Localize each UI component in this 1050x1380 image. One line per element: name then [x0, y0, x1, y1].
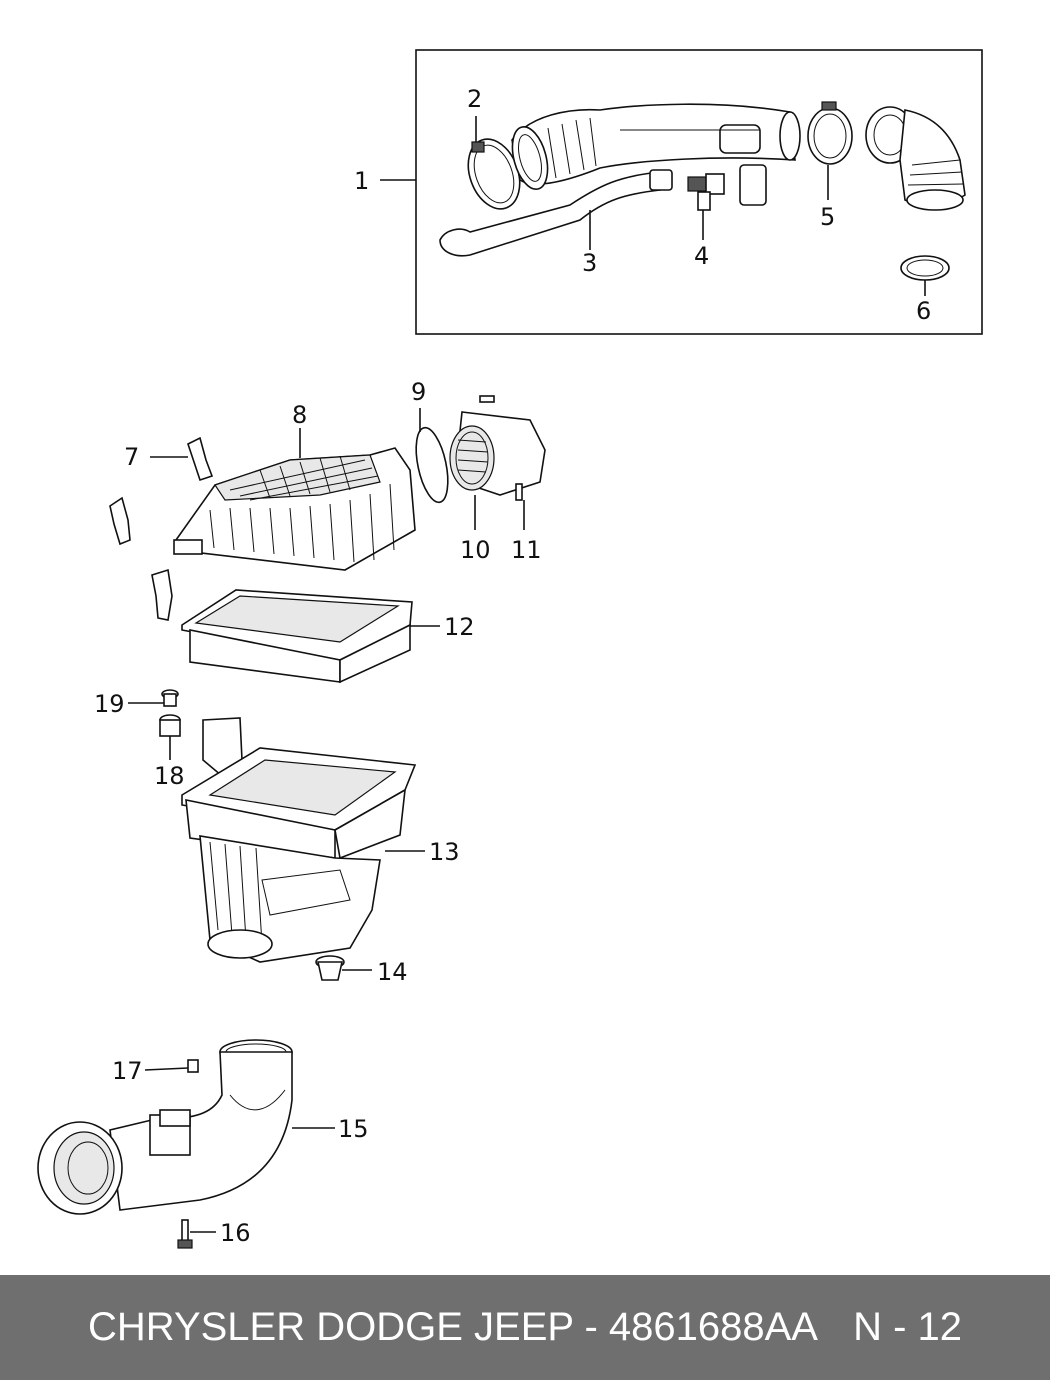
screw-11: [479, 395, 523, 501]
callout-7: 7: [124, 443, 139, 471]
hose-clamp-6: [900, 255, 950, 281]
callout-5: 5: [820, 203, 835, 231]
callout-14: 14: [377, 958, 408, 986]
air-box-lower-13: [181, 717, 417, 963]
inlet-tube: [511, 103, 801, 206]
callout-18: 18: [154, 762, 185, 790]
o-ring-9: [415, 426, 449, 504]
callout-4: 4: [694, 242, 709, 270]
grommet-19: [161, 689, 179, 707]
callout-11: 11: [511, 536, 542, 564]
callout-12: 12: [444, 613, 475, 641]
parts-diagram: 1 2 3 4 5 6 7 8 9 10 11 12 13 14 15 16 1…: [37, 49, 983, 1249]
callout-19: 19: [94, 690, 125, 718]
callout-17: 17: [112, 1057, 143, 1085]
page-number: N - 12: [853, 1305, 962, 1349]
hose-clamp-5: [807, 101, 853, 165]
vent-hose-3: [439, 169, 673, 257]
footer-title: CHRYSLER DODGE JEEP - 4861688AA: [88, 1305, 818, 1349]
callout-15: 15: [338, 1115, 369, 1143]
footer-bar: CHRYSLER DODGE JEEP - 4861688AA N - 12: [0, 1275, 1050, 1380]
callout-10: 10: [460, 536, 491, 564]
callout-8: 8: [292, 401, 307, 429]
callout-13: 13: [429, 838, 460, 866]
callout-6: 6: [916, 297, 931, 325]
fitting-4: [687, 173, 725, 211]
air-box-cover-8: [173, 447, 416, 571]
outlet-duct-15: [37, 1039, 293, 1215]
clip-7: [109, 436, 214, 621]
push-pin-17: [187, 1059, 199, 1073]
sensor-housing-10: [449, 411, 546, 496]
grommet-14: [315, 955, 345, 981]
callout-16: 16: [220, 1219, 251, 1247]
callout-3: 3: [582, 249, 597, 277]
callout-2: 2: [467, 85, 482, 113]
callout-9: 9: [411, 378, 426, 406]
elbow-hose: [865, 106, 966, 211]
bolt-16: [177, 1219, 193, 1249]
assembly-1-frame: [415, 49, 983, 335]
grommet-18: [159, 714, 181, 737]
callout-1: 1: [354, 167, 369, 195]
air-filter-12: [181, 589, 413, 684]
